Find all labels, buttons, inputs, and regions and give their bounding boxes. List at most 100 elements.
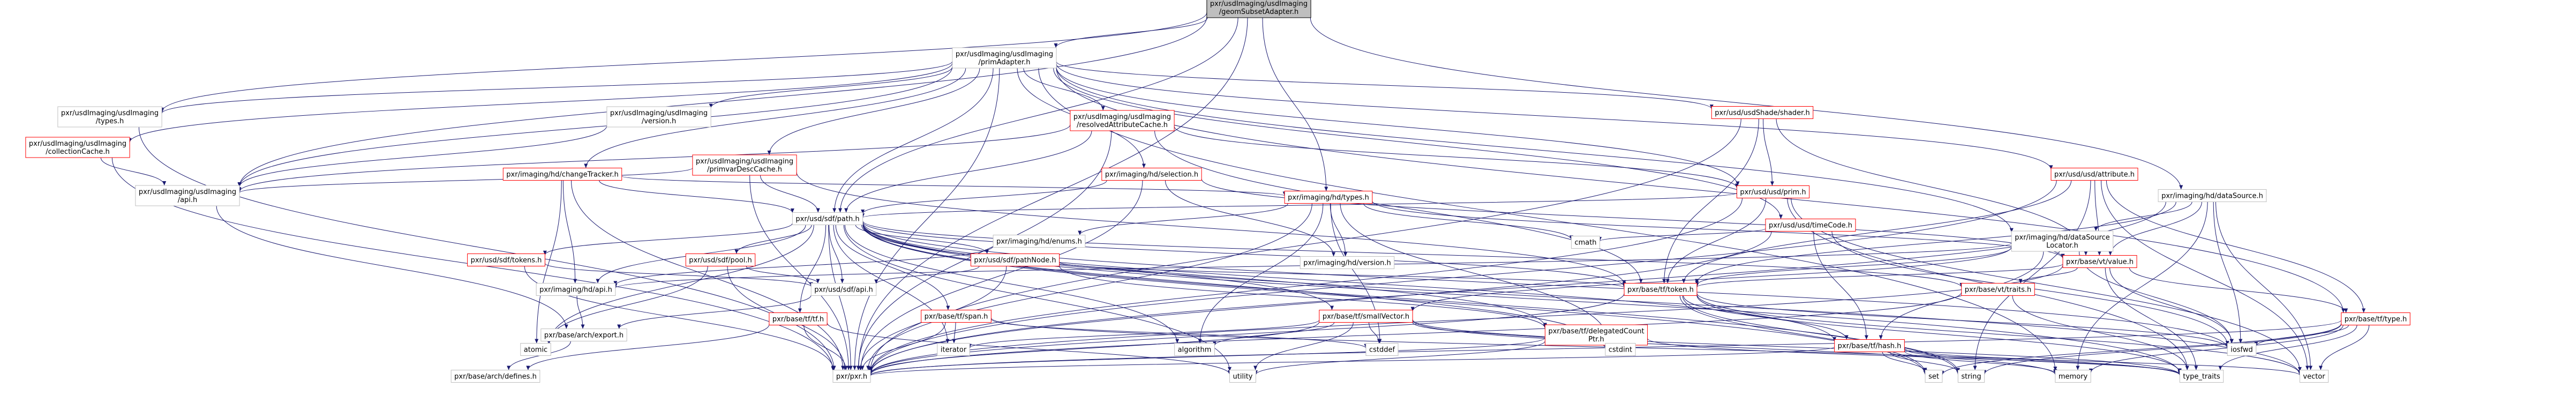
node-primvar-desc-cache[interactable]: pxr/usdImaging/usdImaging/primvarDescCac… xyxy=(692,154,797,176)
node-tf-hash[interactable]: pxr/base/tf/hash.h xyxy=(1834,339,1905,352)
edge-hdSelection-to-sdfPath xyxy=(862,180,1107,214)
node-usd-imaging-api[interactable]: pxr/usdImaging/usdImaging/api.h xyxy=(135,185,240,206)
node-tf-type[interactable]: pxr/base/tf/type.h xyxy=(2341,312,2410,325)
arrowhead xyxy=(581,324,585,329)
node-box xyxy=(2299,370,2329,383)
node-utility[interactable]: utility xyxy=(1229,370,1256,383)
node-box xyxy=(135,185,240,206)
node-iosfwd[interactable]: iosfwd xyxy=(2227,343,2257,356)
arrowhead xyxy=(816,208,820,213)
node-label: pxr/imaging/hd/api.h xyxy=(539,286,612,294)
node-collection-cache[interactable]: pxr/usdImaging/usdImaging/collectionCach… xyxy=(25,137,130,158)
edge-tfTf-to-archDefines xyxy=(528,324,770,370)
node-arch-defines[interactable]: pxr/base/arch/defines.h xyxy=(450,370,540,383)
node-box xyxy=(1605,343,1636,356)
node-iterator[interactable]: iterator xyxy=(937,343,970,356)
node-algorithm[interactable]: algorithm xyxy=(1174,343,1215,356)
node-sdf-path[interactable]: pxr/usd/sdf/path.h xyxy=(792,212,863,225)
node-hd-api[interactable]: pxr/imaging/hd/api.h xyxy=(536,283,616,296)
node-hd-types[interactable]: pxr/imaging/hd/types.h xyxy=(1284,191,1373,204)
node-label: pxr/usdImaging/usdImaging xyxy=(139,188,236,196)
arrowhead xyxy=(790,208,794,213)
node-tf-small-vector[interactable]: pxr/base/tf/smallVector.h xyxy=(1319,310,1413,323)
node-memory[interactable]: memory xyxy=(2055,370,2091,383)
node-sdf-path-node[interactable]: pxr/usd/sdf/pathNode.h xyxy=(970,254,1060,266)
node-vector[interactable]: vector xyxy=(2299,370,2329,383)
node-hd-version[interactable]: pxr/imaging/hd/version.h xyxy=(1300,256,1395,269)
node-usd-imaging-types[interactable]: pxr/usdImaging/usdImaging/types.h xyxy=(57,106,162,128)
node-arch-export[interactable]: pxr/base/arch/export.h xyxy=(540,329,627,341)
edge-vtValue-to-vtTraits xyxy=(2020,267,2078,284)
arrowhead xyxy=(945,339,950,344)
node-sdf-tokens[interactable]: pxr/usd/sdf/tokens.h xyxy=(467,254,545,266)
edge-tfSpan-to-typeTraits xyxy=(990,317,2180,376)
node-sdf-pool[interactable]: pxr/usd/sdf/pool.h xyxy=(685,254,756,266)
node-type-traits[interactable]: type_traits xyxy=(2179,370,2224,383)
arrowhead xyxy=(2097,251,2101,256)
edge-sdfPath-to-cstdint xyxy=(862,224,1606,347)
edge-sdfPathNode-to-sdfApi xyxy=(876,266,980,284)
node-prim-adapter[interactable]: pxr/usdImaging/usdImaging/primAdapter.h xyxy=(952,47,1057,69)
node-usd-prim[interactable]: pxr/usd/usd/prim.h xyxy=(1736,185,1810,198)
node-set[interactable]: set xyxy=(1925,370,1943,383)
node-box xyxy=(993,235,1086,248)
edge-primAdapter-to-sdfPath xyxy=(834,68,994,213)
node-box xyxy=(1544,324,1648,346)
arrowhead xyxy=(2018,279,2023,284)
node-hd-enums[interactable]: pxr/imaging/hd/enums.h xyxy=(993,235,1086,248)
node-tf-token[interactable]: pxr/base/tf/token.h xyxy=(1624,283,1698,296)
node-usd-imaging-version[interactable]: pxr/usdImaging/usdImaging/version.h xyxy=(606,106,711,128)
node-pxr[interactable]: pxr/pxr.h xyxy=(832,370,871,383)
node-label: pxr/usdImaging/usdImaging xyxy=(1073,113,1171,121)
node-usd-attribute[interactable]: pxr/usd/usd/attribute.h xyxy=(2051,168,2138,181)
edge-tfToken-to-pxr xyxy=(870,293,1625,375)
node-tf-tf[interactable]: pxr/base/tf/tf.h xyxy=(769,312,828,325)
node-sdf-api[interactable]: pxr/usd/sdf/api.h xyxy=(810,283,877,296)
edge-primAdapter-to-timeCode xyxy=(1053,68,1782,219)
node-label: Ptr.h xyxy=(1588,336,1604,344)
arrowhead xyxy=(1175,339,1180,344)
node-cstddef[interactable]: cstddef xyxy=(1365,343,1399,356)
edge-vtTraits-to-pxr xyxy=(870,292,1962,375)
arrowhead xyxy=(1844,335,1849,340)
node-tf-span[interactable]: pxr/base/tf/span.h xyxy=(921,310,992,323)
edge-usdAttribute-to-vector xyxy=(2101,180,2308,370)
node-shader[interactable]: pxr/usd/usdShade/shader.h xyxy=(1711,106,1814,119)
edge-tfToken-to-typeTraits xyxy=(1696,295,2180,373)
node-vt-value[interactable]: pxr/base/vt/value.h xyxy=(2062,255,2137,268)
node-cmath[interactable]: cmath xyxy=(1571,236,1601,249)
node-label: pxr/base/tf/delegatedCount xyxy=(1548,327,1644,336)
node-change-tracker[interactable]: pxr/imaging/hd/changeTracker.h xyxy=(502,168,622,181)
node-hd-selection[interactable]: pxr/imaging/hd/selection.h xyxy=(1101,168,1202,181)
edge-sdfPath-to-algorithm xyxy=(844,225,1178,344)
node-atomic[interactable]: atomic xyxy=(520,343,551,356)
node-box xyxy=(502,168,622,181)
node-hd-data-source[interactable]: pxr/imaging/hd/dataSource.h xyxy=(2158,189,2267,202)
edge-timeCode-to-pxr xyxy=(870,231,1772,374)
nodes-layer: pxr/usdImaging/usdImaging/geomSubsetAdap… xyxy=(25,0,2410,383)
arrowhead xyxy=(1770,181,1774,186)
node-vt-traits[interactable]: pxr/base/vt/traits.h xyxy=(1961,283,2035,296)
edge-root-to-usdImagingApi xyxy=(239,17,1207,187)
edge-changeTracker-to-pxr xyxy=(570,180,844,370)
arrowhead xyxy=(2229,339,2234,344)
node-resolved-attribute-cache[interactable]: pxr/usdImaging/usdImaging/resolvedAttrib… xyxy=(1070,110,1175,131)
arrowhead xyxy=(816,279,820,284)
node-box xyxy=(1711,106,1814,119)
edge-tfHash-to-set xyxy=(1882,352,1926,372)
edge-hdDataSource-to-hdDataSourceLocator xyxy=(2096,202,2192,232)
arrowhead xyxy=(1736,181,1740,186)
arrowhead xyxy=(2362,308,2366,313)
node-box xyxy=(1834,339,1905,352)
node-box xyxy=(810,283,877,296)
node-string[interactable]: string xyxy=(1957,370,1985,383)
node-time-code[interactable]: pxr/usd/usd/timeCode.h xyxy=(1765,219,1856,232)
arrowhead xyxy=(1054,43,1058,48)
edge-sdfPathNode-to-tfDelegatedCountPtr xyxy=(1059,265,1545,329)
edge-sdfPath-to-tfSmallVector xyxy=(861,225,1332,310)
node-cstdint[interactable]: cstdint xyxy=(1605,343,1636,356)
edge-tfDelegatedCountPtr-to-typeTraits xyxy=(1647,338,2180,375)
node-box xyxy=(2227,343,2257,356)
